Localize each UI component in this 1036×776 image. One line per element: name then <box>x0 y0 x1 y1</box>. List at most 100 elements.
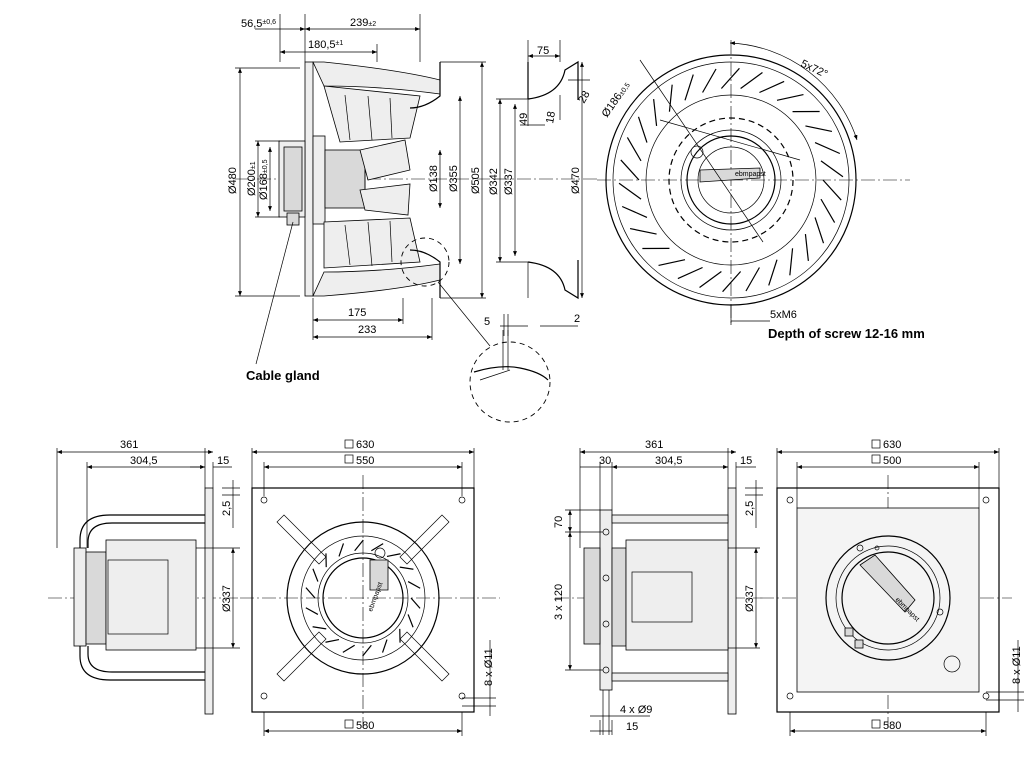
mounting-hole <box>786 692 794 700</box>
brand-logo: ebmpapst <box>735 171 766 178</box>
impeller-blade <box>342 644 355 653</box>
impeller-blade <box>699 271 722 288</box>
bracket-side-view-left: 361 304,5 15 2,5 Ø337 <box>48 439 240 715</box>
dim-186: Ø186±0,5 <box>600 80 633 120</box>
impeller-blade <box>381 639 388 653</box>
dim-sq580-b: 580 <box>883 720 901 732</box>
square-symbol <box>871 439 881 449</box>
impeller-blade <box>620 159 640 181</box>
dim-361: 361 <box>120 439 138 451</box>
hole-dia-label-b: 8 x Ø11 <box>1011 646 1023 684</box>
mounting-hole <box>458 496 466 504</box>
impeller-blade <box>702 68 717 93</box>
impeller-blade <box>362 644 372 657</box>
impeller-blade <box>820 160 844 178</box>
dim-3x120: 3 x 120 <box>553 584 565 620</box>
impeller-blade <box>822 179 842 201</box>
cable-gland-label: Cable gland <box>246 368 320 383</box>
impeller-blade <box>814 217 825 244</box>
impeller-blade <box>407 614 414 628</box>
dim-sq550: 550 <box>356 455 374 467</box>
dim-337-b: Ø337 <box>744 585 756 612</box>
dim-342: Ø342 <box>488 168 500 195</box>
dim-18: 18 <box>544 110 558 124</box>
dim-56-5: 56,5±0,6 <box>241 18 276 30</box>
dim-480: Ø480 <box>227 167 239 194</box>
hole-dia-label: 8 x Ø11 <box>483 648 495 686</box>
impeller-blade <box>371 543 384 552</box>
dim-sq500: 500 <box>883 455 901 467</box>
dim-2: 2 <box>574 313 580 325</box>
screw-spec: 5xM6 <box>770 309 797 321</box>
impeller-blade <box>626 137 642 162</box>
impeller-blade <box>658 259 686 266</box>
mounting-hole <box>982 692 990 700</box>
impeller-blade <box>768 259 778 286</box>
impeller-blade <box>759 80 785 94</box>
dim-2-5: 2,5 <box>221 501 233 516</box>
dim-200: Ø200±1 <box>246 161 258 196</box>
dim-138: Ø138 <box>428 165 440 192</box>
square-symbol <box>871 454 881 464</box>
dim-sq630: 630 <box>356 439 374 451</box>
impeller-blade <box>407 581 421 589</box>
dim-180-5: 180,5±1 <box>308 39 343 51</box>
impeller-blade <box>745 267 760 292</box>
dim-239: 239±2 <box>350 17 376 29</box>
mounting-hole <box>458 692 466 700</box>
impeller-blade <box>789 248 794 276</box>
dim-15: 15 <box>217 455 229 467</box>
impeller-blade <box>410 597 421 609</box>
impeller-blade <box>312 626 327 630</box>
side-view: 56,5±0,6 239±2 180,5±1 175 233 Ø480 Ø200… <box>227 14 490 383</box>
impeller-blade <box>740 72 763 89</box>
detail-view <box>437 281 551 423</box>
dim-233: 233 <box>358 324 376 336</box>
bracket-front-view-left: ebmpapst 630 550 580 8 x Ø11 <box>240 439 500 736</box>
square-symbol <box>344 454 354 464</box>
impeller-blade <box>804 234 809 262</box>
dim-304-5: 304,5 <box>130 455 158 467</box>
dim-15-c: 15 <box>626 721 638 733</box>
dim-30: 30 <box>599 455 611 467</box>
plate-front-view-right: ebmpapst 630 500 580 8 x Ø11 <box>760 439 1024 736</box>
impeller-blade <box>684 74 694 101</box>
square-symbol <box>344 439 354 449</box>
mounting-hole <box>260 692 268 700</box>
mounting-hole <box>982 496 990 504</box>
impeller-blade <box>338 543 345 557</box>
dim-470: Ø470 <box>570 167 582 194</box>
dim-361-b: 361 <box>645 439 663 451</box>
dim-5: 5 <box>484 316 490 328</box>
slot-label: 4 x Ø9 <box>620 704 652 716</box>
dim-sq580: 580 <box>356 720 374 732</box>
impeller-blade <box>399 566 414 570</box>
plate-side-view-right: 361 30 304,5 15 2,5 70 3 x 120 Ø337 4 x … <box>553 439 763 735</box>
mounting-hole <box>260 496 268 504</box>
impeller-blade <box>386 553 401 558</box>
dim-15-b: 15 <box>740 455 752 467</box>
impeller-blade <box>722 271 742 293</box>
dim-28: 28 <box>576 89 593 106</box>
impeller-blade <box>621 205 648 218</box>
square-symbol <box>344 719 354 729</box>
impeller-blade <box>312 568 319 582</box>
dim-355: Ø355 <box>448 165 460 192</box>
dim-5x72: 5x72° <box>799 58 830 81</box>
impeller-blade <box>354 539 364 552</box>
impeller-blade <box>820 198 836 223</box>
impeller-blade <box>618 182 642 200</box>
dim-505: Ø505 <box>470 167 482 194</box>
impeller-blade <box>677 266 703 280</box>
mounting-hole <box>786 496 794 504</box>
impeller-blade <box>305 587 316 599</box>
dim-337: Ø337 <box>503 168 515 195</box>
square-symbol <box>871 719 881 729</box>
nozzle-section: 75 28 49 18 Ø342 Ø337 Ø470 5 2 <box>484 40 600 336</box>
dim-49: 49 <box>518 113 530 125</box>
impeller-blade <box>776 94 804 101</box>
dim-304-5-b: 304,5 <box>655 455 683 467</box>
impeller-blade <box>805 125 833 133</box>
